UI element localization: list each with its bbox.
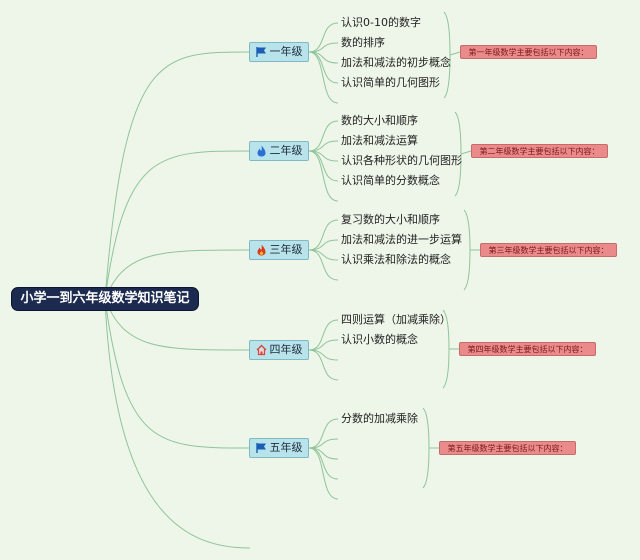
grade-note-5[interactable]: 第五年级数学主要包括以下内容： (439, 441, 576, 455)
grade-label: 三年级 (269, 243, 303, 256)
grade-node-5[interactable]: 五年级 (249, 438, 309, 458)
summary-connector (460, 150, 472, 155)
flame-blue-icon (256, 145, 267, 157)
grade-node-2[interactable]: 二年级 (249, 141, 309, 161)
topic-item[interactable]: 加法和减法运算 (341, 134, 418, 147)
topic-branch-line (308, 120, 339, 152)
topic-branch-line (308, 349, 339, 381)
flag-icon (255, 46, 267, 58)
root-branch-line (104, 298, 250, 351)
topic-branch-line (308, 418, 339, 449)
topic-branch-line (308, 447, 339, 500)
topic-item[interactable]: 分数的加减乘除 (341, 412, 418, 425)
grade-node-3[interactable]: 三年级 (249, 240, 309, 260)
topic-branch-line (308, 339, 339, 351)
topic-item[interactable]: 四则运算（加减乘除） (341, 313, 451, 326)
summary-bracket (422, 407, 430, 489)
grade-node-1[interactable]: 一年级 (249, 42, 309, 62)
topic-branch-line (308, 319, 339, 351)
grade-label: 二年级 (269, 144, 303, 157)
root-branch-line (104, 51, 250, 300)
topic-branch-line (308, 349, 339, 361)
flag-icon (255, 442, 267, 454)
root-branch-line (104, 150, 250, 300)
grade-note-1[interactable]: 第一年级数学主要包括以下内容： (460, 45, 597, 59)
flame-red-icon (256, 244, 267, 256)
grade-label: 一年级 (269, 45, 303, 58)
summary-bracket (443, 11, 451, 99)
topic-branch-line (308, 140, 339, 152)
topic-item[interactable]: 数的大小和顺序 (341, 114, 418, 127)
grade-node-4[interactable]: 四年级 (249, 340, 309, 360)
home-icon (256, 344, 267, 356)
grade-note-3[interactable]: 第三年级数学主要包括以下内容： (480, 243, 617, 257)
topic-item[interactable]: 数的排序 (341, 36, 385, 49)
summary-bracket (463, 209, 471, 291)
topic-branch-line (308, 239, 339, 251)
root-branch-line (104, 249, 250, 300)
topic-branch-line (308, 51, 339, 104)
grade-label: 五年级 (269, 441, 303, 454)
topic-item[interactable]: 认识各种形状的几何图形 (341, 154, 462, 167)
topic-branch-line (308, 438, 339, 449)
topic-item[interactable]: 加法和减法的进一步运算 (341, 233, 462, 246)
topic-item[interactable]: 认识乘法和除法的概念 (341, 253, 451, 266)
topic-item[interactable]: 复习数的大小和顺序 (341, 213, 440, 226)
topic-branch-line (308, 249, 339, 281)
grade-note-2[interactable]: 第二年级数学主要包括以下内容： (471, 144, 608, 158)
topic-item[interactable]: 认识简单的几何图形 (341, 76, 440, 89)
root-node[interactable]: 小学一到六年级数学知识笔记 (12, 288, 198, 310)
root-branch-line (104, 298, 250, 449)
topic-branch-line (308, 42, 339, 53)
root-branch-line (104, 298, 251, 549)
topic-item[interactable]: 加法和减法的初步概念 (341, 56, 451, 69)
summary-connector (449, 51, 461, 56)
topic-item[interactable]: 认识简单的分数概念 (341, 174, 440, 187)
topic-branch-line (308, 249, 339, 261)
topic-item[interactable]: 认识小数的概念 (341, 333, 418, 346)
topic-branch-line (308, 219, 339, 251)
topic-branch-line (308, 22, 339, 53)
grade-label: 四年级 (269, 343, 303, 356)
topic-branch-line (308, 150, 339, 202)
grade-note-4[interactable]: 第四年级数学主要包括以下内容： (459, 342, 596, 356)
topic-item[interactable]: 认识0-10的数字 (341, 16, 421, 29)
